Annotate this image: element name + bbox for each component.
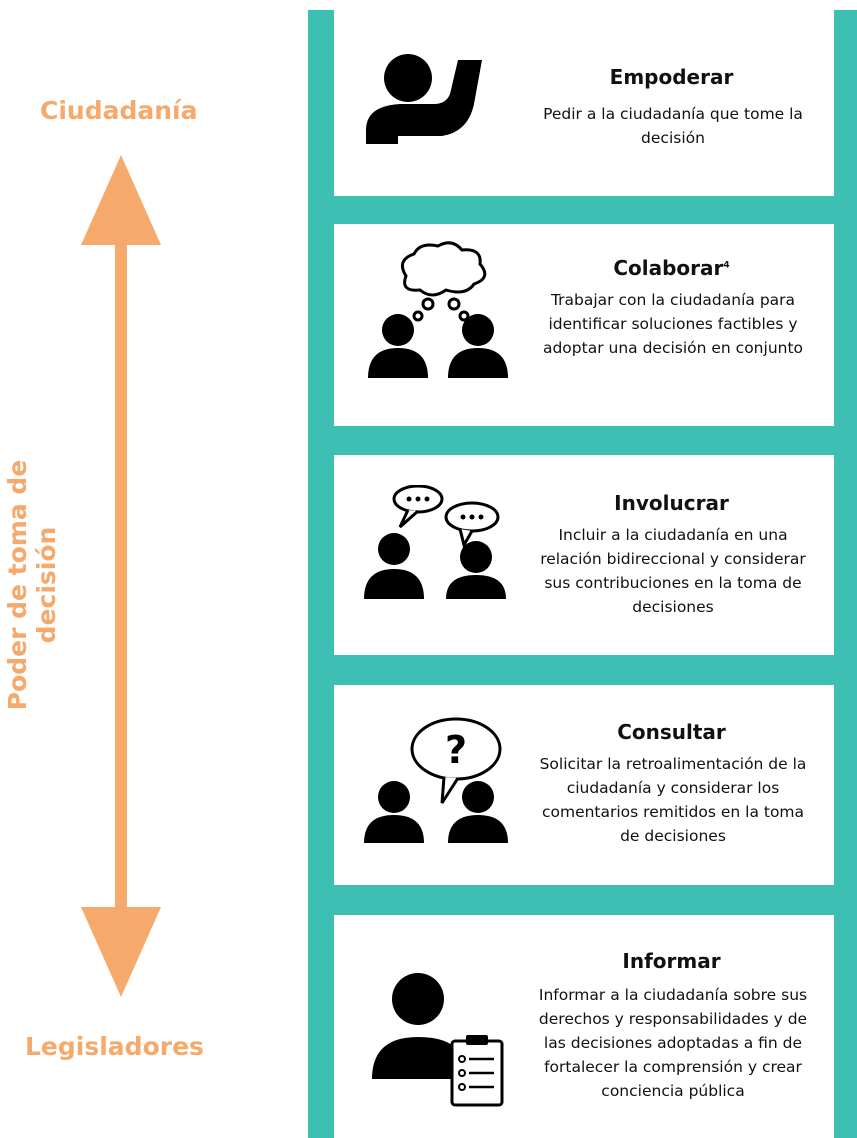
axis-vertical-label: Poder de toma de decisión (3, 459, 61, 711)
two-people-speech-bubbles-icon (364, 485, 506, 599)
level-title: Informar (622, 949, 721, 973)
level-title: Involucrar (614, 491, 729, 515)
level-title: Empoderar (609, 65, 734, 89)
axis-top-label: Ciudadanía (40, 96, 198, 125)
two-people-shared-thought-icon (368, 241, 508, 378)
level-description: Pedir a la ciudadanía que tome la decisi… (543, 105, 803, 147)
person-clipboard-icon (372, 973, 504, 1107)
ladder: Empoderar Pedir a la ciudadanía que tome… (308, 10, 857, 1138)
level-card-involucrar: Involucrar Incluir a la ciudadanía en un… (334, 455, 834, 655)
level-card-colaborar: Colaborar4 Trabajar con la ciudadanía pa… (334, 224, 834, 426)
level-title: Colaborar4 (613, 256, 730, 280)
level-title: Consultar (617, 720, 726, 744)
level-description: Incluir a la ciudadanía en una relación … (540, 526, 806, 616)
level-card-consultar: ? Consultar Solicitar la retroalimentaci… (334, 685, 834, 885)
level-card-empoderar: Empoderar Pedir a la ciudadanía que tome… (334, 10, 834, 196)
level-description: Trabajar con la ciudadanía para identifi… (542, 291, 804, 357)
double-arrow-icon (81, 155, 161, 997)
level-description: Informar a la ciudadanía sobre sus derec… (538, 986, 808, 1100)
svg-text:?: ? (445, 728, 467, 772)
two-people-question-bubble-icon: ? (364, 717, 508, 843)
level-description: Solicitar la retroalimentación de la ciu… (539, 755, 807, 845)
axis-bottom-label: Legisladores (25, 1032, 204, 1061)
level-card-informar: Informar Informar a la ciudadanía sobre … (334, 915, 834, 1138)
raised-hand-person-icon (366, 54, 482, 144)
